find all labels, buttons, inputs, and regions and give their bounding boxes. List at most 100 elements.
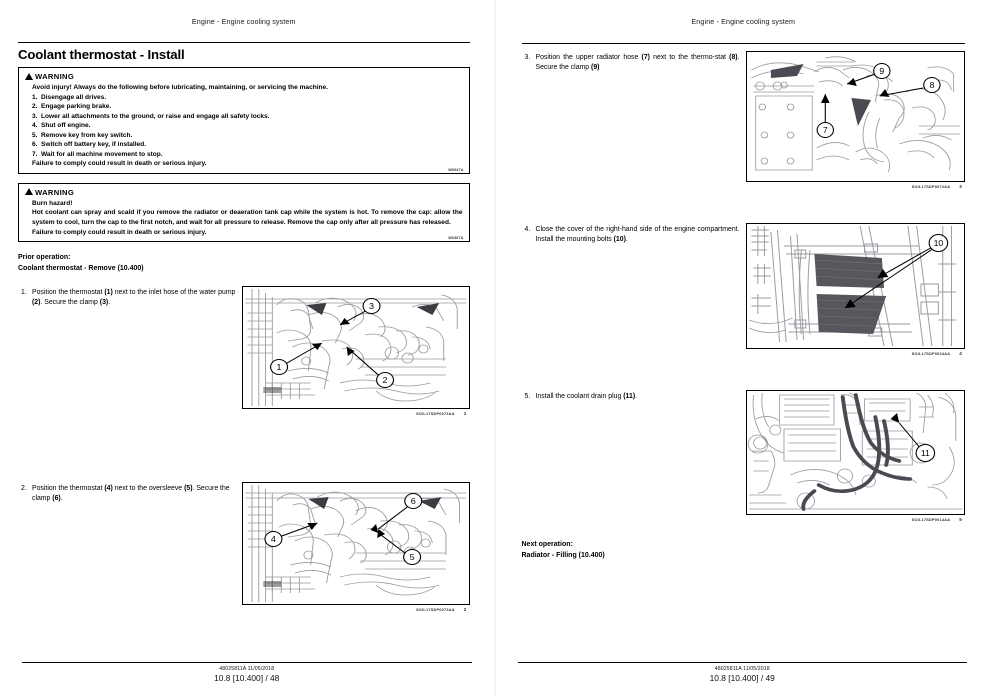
line-art-drain-plug: 11 <box>747 392 962 511</box>
footer-rule <box>517 662 967 663</box>
warning-step-list: 1.Disengage all drives. 2.Engage parking… <box>32 93 463 160</box>
figure-1: 3 1 2 SOIL17SDP0073AA 1 <box>242 286 470 416</box>
coolant-drain-plug-figure: 11 <box>745 390 965 515</box>
page-right: Engine - Engine cooling system 3. Positi… <box>495 0 989 697</box>
callout-group: 11 <box>915 444 935 462</box>
warning-body: Avoid injury! Always do the following be… <box>25 83 463 169</box>
step-text: 1. Position the thermostat (1) next to t… <box>18 286 236 416</box>
list-number: 6. <box>32 141 38 149</box>
next-operation-block: Next operation: Radiator - Filling (10.4… <box>522 540 966 561</box>
svg-text:6: 6 <box>411 497 416 506</box>
list-item: 6.Switch off battery key, if installed. <box>32 140 463 150</box>
step-text: 2. Position the thermostat (4) next to t… <box>18 482 236 612</box>
warning-tail: Failure to comply could result in death … <box>32 228 207 236</box>
list-number: 4. <box>32 122 38 130</box>
prior-operation-block: Prior operation: Coolant thermostat - Re… <box>18 253 470 274</box>
list-text: Disengage all drives. <box>41 93 107 101</box>
figure-number: 4 <box>959 351 962 356</box>
svg-text:7: 7 <box>822 125 827 135</box>
figure-number: 3 <box>959 184 962 189</box>
callout-group: 4 5 6 <box>264 493 423 566</box>
figure-2: 4 5 6 SOIL17SDP0073AA 2 <box>242 482 470 612</box>
step-number: 3. <box>524 54 531 61</box>
warning-code: W0047A <box>448 167 464 172</box>
svg-text:8: 8 <box>929 80 934 90</box>
next-operation-value: Radiator - Filling (10.400) <box>521 551 605 559</box>
warning-paragraph: Hot coolant can spray and scald if you r… <box>32 209 463 227</box>
warning-label: WARNING <box>35 72 75 81</box>
header-rule-left <box>18 42 470 43</box>
warning-header: WARNING <box>25 72 463 81</box>
list-text: Switch off battery key, if installed. <box>41 141 147 149</box>
list-item: 3.Lower all attachments to the ground, o… <box>32 112 463 122</box>
warning-lead: Burn hazard! <box>32 199 73 207</box>
list-text: Engage parking brake. <box>41 103 112 111</box>
warning-header: WARNING <box>25 188 463 197</box>
footer-left: 48025811A 11/05/2018 10.8 [10.400] / 48 <box>0 662 494 683</box>
figure-code: SOIL17SDP0073AA <box>416 608 455 613</box>
svg-text:4: 4 <box>271 535 276 544</box>
warning-code: W0367A <box>448 236 464 241</box>
page-title: Coolant thermostat - Install <box>18 47 185 62</box>
step-number: 2. <box>21 485 27 493</box>
list-number: 7. <box>32 150 38 158</box>
list-number: 2. <box>32 103 38 111</box>
warning-triangle-icon <box>25 72 33 80</box>
footer-doc-code: 48025811A 11/05/2018 <box>714 666 770 672</box>
warning-box-safety: WARNING Avoid injury! Always do the foll… <box>18 67 470 174</box>
list-item: 5.Remove key from key switch. <box>32 131 463 141</box>
svg-text:9: 9 <box>879 66 884 76</box>
figure-code: SOIL17SDP0014AA <box>911 518 951 522</box>
figure-caption: SOIL17SDP0014AA 5 <box>746 515 966 522</box>
list-item: 1.Disengage all drives. <box>32 93 463 103</box>
warning-body: Burn hazard! Hot coolant can spray and s… <box>25 199 463 237</box>
figure-3: 9 8 7 SOIL17SDP0072AA 3 <box>745 51 966 189</box>
figure-caption: SOIL17SDP0073AA 2 <box>242 605 470 612</box>
next-operation-label: Next operation: <box>521 541 573 548</box>
footer-rule <box>22 662 472 663</box>
line-art-cover-panel: 10 <box>748 225 956 347</box>
list-item: 2.Engage parking brake. <box>32 102 463 112</box>
step-number: 4. <box>524 226 531 233</box>
line-art-radiator-hose: 9 8 7 <box>750 56 960 173</box>
warning-lead: Avoid injury! Always do the following be… <box>32 84 328 91</box>
step-4: 4. Close the cover of the right-hand sid… <box>522 223 966 356</box>
step-1: 1. Position the thermostat (1) next to t… <box>18 286 470 416</box>
warning-label: WARNING <box>35 187 75 197</box>
svg-text:1: 1 <box>277 363 282 372</box>
layout-spacer <box>522 360 966 390</box>
line-art-engine-bay-2: 4 5 6 <box>245 485 467 603</box>
line-art-engine-bay-1: 3 1 2 <box>245 289 467 407</box>
figure-number: 1 <box>463 411 467 417</box>
step-number: 1. <box>21 289 27 297</box>
callout-group: 3 1 2 <box>270 298 395 389</box>
step-number: 5. <box>524 393 531 400</box>
list-text: Wait for all machine movement to stop. <box>41 150 163 158</box>
warning-tail: Failure to comply could result in death … <box>32 160 207 168</box>
page-gutter <box>493 0 496 697</box>
step-body: Position the upper radiator hose (7) nex… <box>535 54 740 71</box>
step-5: 5. Install the coolant drain plug (11). <box>522 390 966 522</box>
figure-caption: SOIL17SDP0072AA 3 <box>746 182 966 189</box>
figure-code: SOIL17SDP0034AA <box>911 352 951 356</box>
footer-doc-code: 48025811A 11/05/2018 <box>219 666 275 672</box>
list-text: Lower all attachments to the ground, or … <box>41 112 270 120</box>
callout-group: 9 8 7 <box>816 63 941 138</box>
running-head-left: Engine - Engine cooling system <box>191 17 296 26</box>
svg-text:2: 2 <box>383 376 388 385</box>
footer-page-number: 10.8 [10.400] / 48 <box>214 673 280 683</box>
figure-number: 5 <box>959 517 962 522</box>
engine-compartment-cover-figure: 10 <box>745 223 965 349</box>
figure-code: SOIL17SDP0072AA <box>911 185 951 189</box>
figure-caption: SOIL17SDP0034AA 4 <box>746 349 966 356</box>
step-body: Position the thermostat (1) next to the … <box>32 289 236 306</box>
step-3: 3. Position the upper radiator hose (7) … <box>522 51 966 189</box>
prior-operation-label: Prior operation: <box>18 254 71 262</box>
page-left: Engine - Engine cooling system Coolant t… <box>0 0 494 697</box>
step-text: 3. Position the upper radiator hose (7) … <box>522 51 740 189</box>
list-number: 3. <box>32 112 38 120</box>
warning-box-burn: WARNING Burn hazard! Hot coolant can spr… <box>18 182 470 243</box>
svg-text:3: 3 <box>369 302 374 311</box>
list-item: 4.Shut off engine. <box>32 121 463 131</box>
